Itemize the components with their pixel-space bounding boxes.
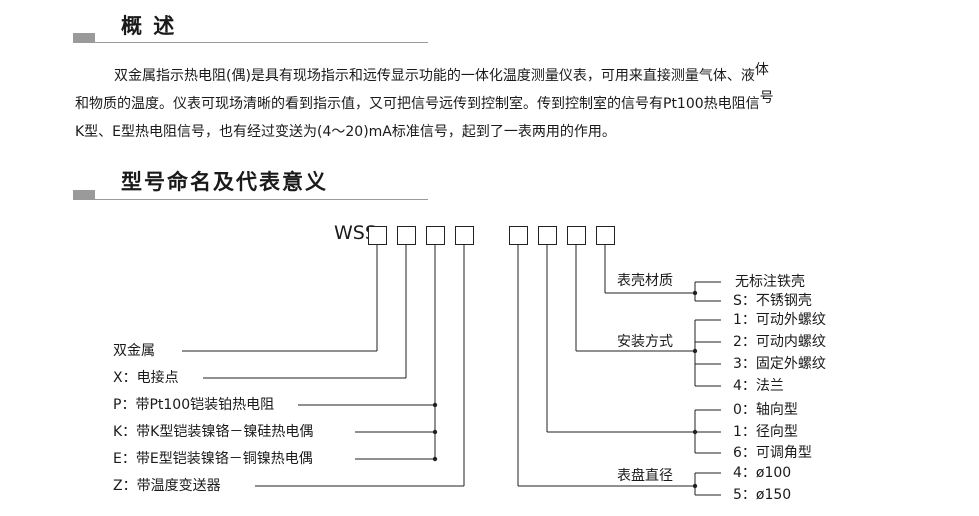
option-mount-1: 1：可动外螺纹 xyxy=(733,312,826,328)
left-label-pt100: P：带Pt100铠装铂热电阻 xyxy=(113,397,275,413)
option-radial: 1：径向型 xyxy=(733,424,798,440)
group-name-dial-diameter: 表盘直径 xyxy=(617,468,673,484)
left-label-bimetal: 双金属 xyxy=(113,343,155,359)
option-axial: 0：轴向型 xyxy=(733,402,798,418)
overview-line-1-raised: 体 xyxy=(754,62,769,78)
option-mount-2: 2：可动内螺纹 xyxy=(733,334,826,350)
code-box-6 xyxy=(538,226,557,245)
overview-line-1-text: 双金属指示热电阻(偶)是具有现场指示和远传显示功能的一体化温度测量仪表，可用来直… xyxy=(114,68,755,84)
overview-line-3: K型、E型热电阻信号，也有经过变送为(4～20)mA标准信号，起到了一表两用的作… xyxy=(75,124,616,140)
group-name-mounting: 安装方式 xyxy=(617,334,673,350)
left-label-contact: X：电接点 xyxy=(113,370,179,386)
option-adjustable: 6：可调角型 xyxy=(733,445,812,461)
section-title-overview: 概 述 xyxy=(121,14,177,38)
left-label-transmitter: Z：带温度变送器 xyxy=(113,478,221,494)
model-prefix: WSS xyxy=(334,222,377,244)
code-box-7 xyxy=(567,226,586,245)
option-dial-100: 4：ø100 xyxy=(733,465,792,481)
section-rule xyxy=(95,42,428,43)
section-marker xyxy=(73,190,95,200)
code-box-5 xyxy=(509,226,528,245)
group-name-case-material: 表壳材质 xyxy=(617,273,673,289)
code-box-1 xyxy=(368,226,387,245)
option-case-iron: 无标注铁壳 xyxy=(735,274,805,290)
overview-line-1: 双金属指示热电阻(偶)是具有现场指示和远传显示功能的一体化温度测量仪表，可用来直… xyxy=(114,62,769,90)
section-title-model: 型号命名及代表意义 xyxy=(121,170,328,194)
section-marker xyxy=(73,33,95,43)
code-box-3 xyxy=(426,226,445,245)
code-box-4 xyxy=(455,226,474,245)
code-box-2 xyxy=(397,226,416,245)
left-label-k-type: K：带K型铠装镍铬－镍硅热电偶 xyxy=(113,424,314,440)
overview-line-2: 和物质的温度。仪表可现场清晰的看到指示值，又可把信号远传到控制室。传到控制室的信… xyxy=(75,90,774,118)
option-mount-4: 4：法兰 xyxy=(733,378,784,394)
code-box-8 xyxy=(596,226,615,245)
section-rule xyxy=(95,199,428,200)
option-case-steel: S：不锈钢壳 xyxy=(733,293,812,309)
option-dial-150: 5：ø150 xyxy=(733,487,792,503)
option-mount-3: 3：固定外螺纹 xyxy=(733,356,826,372)
left-label-e-type: E：带E型铠装镍铬－铜镍热电偶 xyxy=(113,451,313,467)
overview-line-2-raised: 号 xyxy=(759,90,774,106)
overview-line-2-text: 和物质的温度。仪表可现场清晰的看到指示值，又可把信号远传到控制室。传到控制室的信… xyxy=(75,96,760,112)
